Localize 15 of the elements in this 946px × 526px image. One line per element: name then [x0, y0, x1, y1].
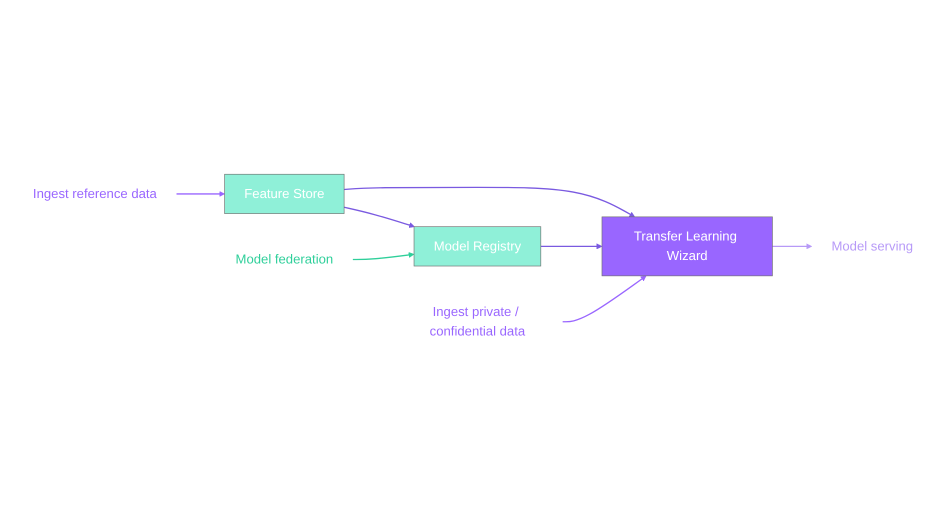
- node-text: Model federation: [236, 252, 334, 267]
- node-text: Ingest private / confidential data: [430, 304, 526, 340]
- flowchart: Ingest reference data Feature Store Model Registry Transfer Learning Wizard Ingest private / confidential data Model serving Model federation: [8, 169, 938, 357]
- arrow: [344, 186, 636, 218]
- arrow: [352, 252, 414, 260]
- arrow: [344, 206, 415, 228]
- node-box: [224, 174, 344, 214]
- node-box: [602, 216, 773, 276]
- node-text: Model serving: [831, 239, 914, 254]
- node-text: Ingest reference data: [32, 186, 157, 202]
- arrow: [540, 244, 602, 250]
- arrow: [562, 276, 646, 323]
- node-box: [414, 226, 542, 267]
- arrow: [176, 191, 225, 198]
- arrow: [772, 244, 812, 250]
